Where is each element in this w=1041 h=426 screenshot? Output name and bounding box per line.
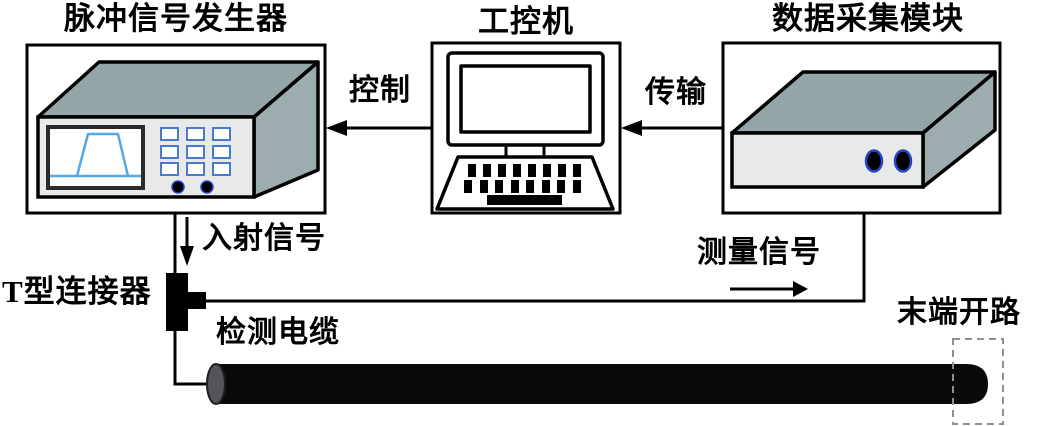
daq-module-title: 数据采集模块: [772, 1, 964, 36]
industrial-pc-icon: [435, 51, 615, 211]
open-end-label: 末端开路: [897, 296, 1021, 329]
t-connector-icon: [166, 273, 206, 331]
daq-front-face: [730, 131, 925, 189]
cable-end-cap: [206, 363, 226, 405]
generator-knob: [200, 180, 214, 194]
transmission-arrow: [621, 120, 723, 136]
measurement-signal-label: 测量信号: [697, 236, 821, 269]
generator-screen: [46, 125, 145, 190]
daq-module-icon: [730, 70, 997, 189]
pulse-generator-icon: [36, 60, 320, 199]
tconnector-to-cable-line: [173, 331, 210, 386]
generator-keypad: [160, 127, 231, 176]
measurement-signal-arrow: [730, 281, 808, 297]
cable-body: [216, 364, 988, 404]
incident-signal-label: 入射信号: [202, 222, 326, 255]
t-connector-label: T型连接器: [2, 274, 152, 309]
control-arrow: [326, 120, 432, 136]
pulse-waveform-icon: [50, 132, 141, 178]
control-label: 控制: [349, 74, 411, 107]
transmission-label: 传输: [645, 76, 707, 109]
daq-port: [864, 149, 884, 173]
keyboard-icon: [435, 155, 615, 211]
incident-signal-arrow: [180, 217, 194, 266]
test-cable-label: 检测电缆: [216, 316, 340, 349]
open-end-dashed-box: [952, 338, 1004, 425]
keyboard-keys: [464, 164, 581, 205]
daq-port: [893, 149, 913, 173]
test-cable-icon: [206, 363, 988, 405]
monitor-stand: [504, 145, 546, 157]
spacebar-key: [487, 195, 562, 205]
generator-knob: [171, 180, 185, 194]
monitor-screen: [459, 64, 592, 134]
measurement-signal-line: [206, 214, 866, 303]
industrial-pc-title: 工控机: [478, 4, 574, 39]
pulse-generator-title: 脉冲信号发生器: [64, 1, 288, 36]
